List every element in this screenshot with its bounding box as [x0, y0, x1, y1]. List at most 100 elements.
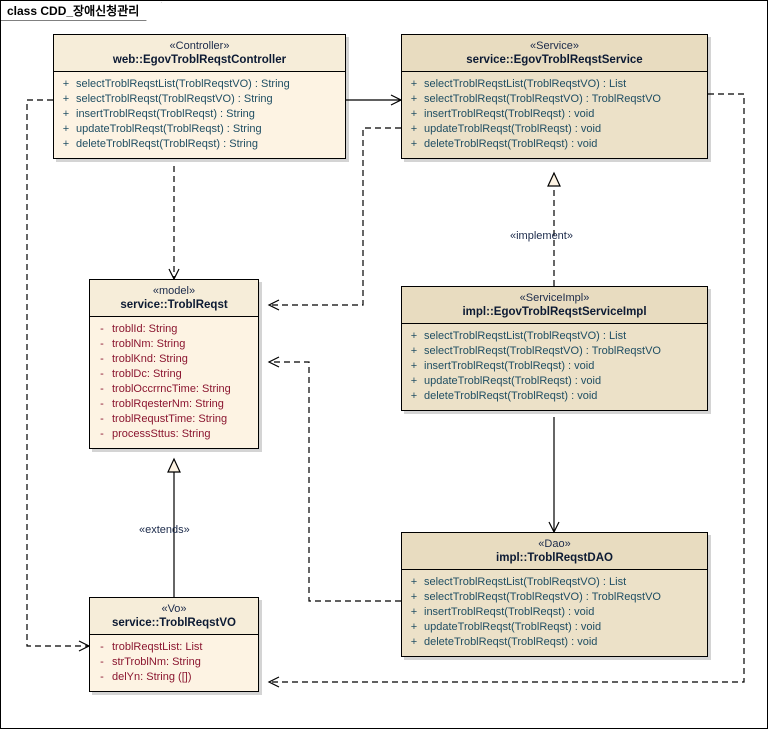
link-dao-to-model [267, 356, 401, 602]
member-visibility: - [100, 323, 104, 335]
class-header-service: «Service» service::EgovTroblReqstService [402, 35, 707, 72]
class-name: web::EgovTroblReqstController [112, 54, 287, 66]
member-signature: selectTroblReqst(TroblReqstVO) : TroblRe… [424, 345, 661, 357]
class-header-dao: «Dao» impl::TroblReqstDAO [402, 533, 707, 570]
member-visibility: + [62, 123, 70, 135]
member-visibility: + [410, 138, 418, 150]
class-member: - troblId: String [92, 322, 256, 337]
class-stereotype: «Controller» [169, 40, 230, 52]
member-signature: strTroblNm: String [112, 656, 201, 668]
class-member: + insertTroblReqst(TroblReqst) : String [56, 107, 343, 122]
member-signature: selectTroblReqst(TroblReqstVO) : TroblRe… [424, 591, 661, 603]
class-member: + updateTroblReqst(TroblReqst) : String [56, 122, 343, 137]
class-member: + insertTroblReqst(TroblReqst) : void [404, 605, 705, 620]
member-visibility: - [100, 338, 104, 350]
member-signature: delYn: String ([]) [112, 671, 192, 683]
class-box-serviceimpl[interactable]: «ServiceImpl» impl::EgovTroblReqstServic… [401, 286, 708, 411]
edge-label-extends: «extends» [139, 524, 190, 536]
class-box-dao[interactable]: «Dao» impl::TroblReqstDAO + selectTroblR… [401, 532, 708, 657]
member-signature: troblRequstTime: String [112, 413, 228, 425]
member-visibility: - [100, 383, 104, 395]
class-name: service::TroblReqstVO [112, 617, 236, 629]
member-signature: troblId: String [112, 323, 178, 335]
class-name: service::TroblReqst [120, 299, 228, 311]
member-signature: processSttus: String [112, 428, 211, 440]
member-visibility: - [100, 413, 104, 425]
class-member: - troblKnd: String [92, 352, 256, 367]
member-visibility: + [62, 78, 70, 90]
member-visibility: + [410, 360, 418, 372]
member-visibility: - [100, 641, 104, 653]
member-visibility: + [62, 138, 70, 150]
class-member: + deleteTroblReqst(TroblReqst) : void [404, 635, 705, 650]
class-member: + updateTroblReqst(TroblReqst) : void [404, 122, 705, 137]
class-stereotype: «ServiceImpl» [519, 292, 590, 304]
class-member: - troblRequstTime: String [92, 412, 256, 427]
member-signature: insertTroblReqst(TroblReqst) : String [76, 108, 255, 120]
class-member: - troblOccrrncTime: String [92, 382, 256, 397]
member-visibility: + [410, 375, 418, 387]
class-members-model: - troblId: String - troblNm: String - tr… [90, 317, 258, 448]
class-member: + selectTroblReqstList(TroblReqstVO) : L… [404, 575, 705, 590]
member-signature: troblReqstList: List [112, 641, 203, 653]
class-member: + updateTroblReqst(TroblReqst) : void [404, 620, 705, 635]
member-visibility: - [100, 656, 104, 668]
class-member: - strTroblNm: String [92, 655, 256, 670]
member-visibility: + [62, 93, 70, 105]
diagram-title-tab: class CDD_장애신청관리 [1, 1, 162, 20]
member-visibility: + [62, 108, 70, 120]
class-box-model[interactable]: «model» service::TroblReqst - troblId: S… [89, 279, 259, 449]
class-header-controller: «Controller» web::EgovTroblReqstControll… [54, 35, 345, 72]
member-signature: insertTroblReqst(TroblReqst) : void [424, 360, 595, 372]
class-stereotype: «model» [152, 285, 196, 297]
class-members-serviceimpl: + selectTroblReqstList(TroblReqstVO) : L… [402, 324, 707, 410]
member-signature: troblNm: String [112, 338, 186, 350]
class-header-model: «model» service::TroblReqst [90, 280, 258, 317]
class-member: + selectTroblReqst(TroblReqstVO) : Trobl… [404, 590, 705, 605]
member-visibility: + [410, 591, 418, 603]
edge-label-implement: «implement» [510, 230, 573, 242]
class-box-vo[interactable]: «Vo» service::TroblReqstVO - troblReqstL… [89, 597, 259, 692]
class-member: + selectTroblReqst(TroblReqstVO) : Trobl… [404, 92, 705, 107]
class-members-vo: - troblReqstList: List - strTroblNm: Str… [90, 635, 258, 691]
member-signature: deleteTroblReqst(TroblReqst) : void [424, 138, 598, 150]
class-member: - delYn: String ([]) [92, 670, 256, 685]
member-signature: selectTroblReqstList(TroblReqstVO) : Str… [76, 78, 290, 90]
class-member: + deleteTroblReqst(TroblReqst) : void [404, 389, 705, 404]
member-signature: selectTroblReqst(TroblReqstVO) : String [76, 93, 273, 105]
member-visibility: + [410, 576, 418, 588]
class-box-service[interactable]: «Service» service::EgovTroblReqstService… [401, 34, 708, 159]
member-signature: insertTroblReqst(TroblReqst) : void [424, 108, 595, 120]
member-signature: selectTroblReqstList(TroblReqstVO) : Lis… [424, 330, 627, 342]
member-visibility: + [410, 390, 418, 402]
class-members-service: + selectTroblReqstList(TroblReqstVO) : L… [402, 72, 707, 158]
class-member: - troblDc: String [92, 367, 256, 382]
member-visibility: - [100, 368, 104, 380]
class-members-dao: + selectTroblReqstList(TroblReqstVO) : L… [402, 570, 707, 656]
class-member: + selectTroblReqst(TroblReqstVO) : Trobl… [404, 344, 705, 359]
member-signature: insertTroblReqst(TroblReqst) : void [424, 606, 595, 618]
class-member: + deleteTroblReqst(TroblReqst) : void [404, 137, 705, 152]
class-member: + insertTroblReqst(TroblReqst) : void [404, 107, 705, 122]
class-member: - troblRqesterNm: String [92, 397, 256, 412]
member-visibility: + [410, 621, 418, 633]
class-member: + selectTroblReqst(TroblReqstVO) : Strin… [56, 92, 343, 107]
member-signature: deleteTroblReqst(TroblReqst) : void [424, 390, 598, 402]
member-signature: selectTroblReqstList(TroblReqstVO) : Lis… [424, 576, 627, 588]
class-member: + selectTroblReqstList(TroblReqstVO) : L… [404, 77, 705, 92]
member-visibility: + [410, 345, 418, 357]
class-member: - troblNm: String [92, 337, 256, 352]
class-stereotype: «Service» [530, 40, 579, 52]
member-signature: updateTroblReqst(TroblReqst) : void [424, 621, 602, 633]
member-visibility: - [100, 398, 104, 410]
class-name: impl::EgovTroblReqstServiceImpl [462, 306, 647, 318]
class-member: + deleteTroblReqst(TroblReqst) : String [56, 137, 343, 152]
link-controller-to-vo [26, 99, 91, 652]
member-visibility: - [100, 671, 104, 683]
member-signature: updateTroblReqst(TroblReqst) : void [424, 123, 602, 135]
class-member: - processSttus: String [92, 427, 256, 442]
member-visibility: + [410, 78, 418, 90]
class-member: - troblReqstList: List [92, 640, 256, 655]
class-box-controller[interactable]: «Controller» web::EgovTroblReqstControll… [53, 34, 346, 159]
